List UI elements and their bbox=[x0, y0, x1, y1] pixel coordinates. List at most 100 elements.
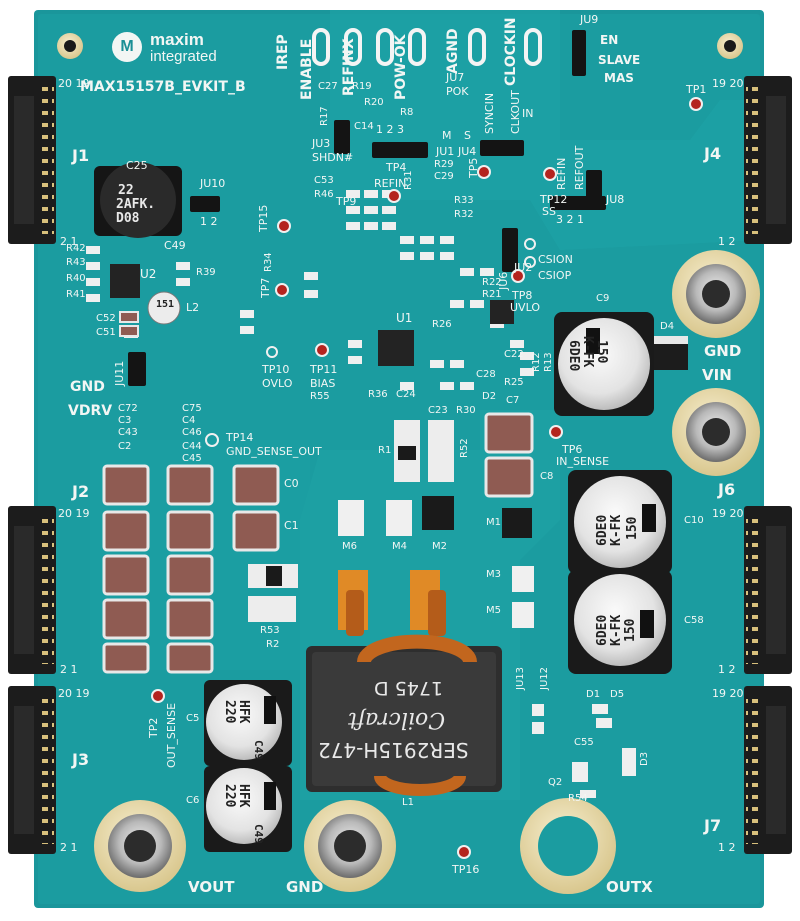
label-j2: J2 bbox=[72, 482, 90, 501]
label-tp8: TP8 bbox=[512, 289, 533, 302]
l2-marking: 151 bbox=[156, 299, 175, 310]
ref-r46: R46 bbox=[314, 189, 334, 200]
pins-j1-top: 20 19 bbox=[58, 77, 90, 90]
terminal-gnd-bottom bbox=[304, 800, 396, 892]
ref-m3: M3 bbox=[486, 569, 501, 580]
mosfets bbox=[338, 496, 534, 628]
ref-c7: C7 bbox=[506, 395, 520, 406]
label-ss: SS bbox=[542, 205, 556, 218]
ref-d4: D4 bbox=[660, 321, 675, 332]
label-tp14: TP14 bbox=[226, 431, 254, 444]
test-loops-top bbox=[312, 28, 542, 66]
ref-r29: R29 bbox=[434, 159, 454, 170]
ref-r22: R22 bbox=[482, 277, 502, 288]
label-tp11: TP11 bbox=[310, 363, 338, 376]
label-m: M bbox=[442, 129, 452, 142]
ref-r53: R53 bbox=[260, 625, 280, 636]
ref-d1: D1 bbox=[586, 689, 601, 700]
brand-line-2: integrated bbox=[150, 48, 217, 65]
ref-d3: D3 bbox=[639, 751, 650, 766]
ref-r33: R33 bbox=[454, 195, 474, 206]
ref-c44: C44 bbox=[182, 441, 202, 452]
connector-j3 bbox=[8, 686, 56, 854]
label-ju1-pins: 1 2 3 bbox=[376, 123, 404, 136]
ref-c0: C0 bbox=[284, 477, 299, 490]
label-mas: MAS bbox=[604, 71, 634, 85]
pins-j2-top: 20 19 bbox=[58, 507, 90, 520]
label-ju9: JU9 bbox=[580, 13, 599, 26]
ref-r42: R42 bbox=[66, 243, 86, 254]
ref-r26: R26 bbox=[432, 319, 452, 330]
c58-marking-1: 150 bbox=[623, 618, 638, 642]
label-ju7: JU7 bbox=[446, 71, 465, 84]
ic-u1 bbox=[378, 330, 414, 366]
ref-r43: R43 bbox=[66, 257, 86, 268]
pins-j7-top: 19 20 bbox=[712, 687, 744, 700]
label-ju10-pins: 1 2 bbox=[200, 215, 218, 228]
label-gnd-right: GND bbox=[704, 342, 742, 360]
label-clkout: CLKOUT bbox=[509, 90, 522, 134]
label-tp10: TP10 bbox=[262, 363, 290, 376]
label-pow-ok: POW-OK bbox=[393, 34, 409, 100]
inductor-brand: Coilcraft bbox=[348, 707, 446, 732]
input-capacitors bbox=[484, 412, 534, 498]
c9-marking-1: 150 bbox=[594, 340, 609, 364]
label-ovlo: OVLO bbox=[262, 377, 293, 390]
ref-r17: R17 bbox=[319, 106, 330, 126]
ref-c75: C75 bbox=[182, 403, 202, 414]
test-point-vias bbox=[205, 238, 536, 447]
ref-r41: R41 bbox=[66, 289, 86, 300]
copper-pour-top bbox=[330, 10, 764, 250]
pins-j6-bottom: 1 2 bbox=[718, 663, 736, 676]
pins-j3-bottom: 2 1 bbox=[60, 841, 78, 854]
jumper-blocks bbox=[128, 30, 606, 386]
ref-m1: M1 bbox=[486, 517, 501, 528]
ref-r19: R19 bbox=[352, 81, 372, 92]
pins-j4-top: 19 20 bbox=[712, 77, 744, 90]
ref-r20: R20 bbox=[364, 97, 384, 108]
ref-c25: C25 bbox=[126, 159, 148, 172]
ref-c22: C22 bbox=[504, 349, 524, 360]
capacitor-c6 bbox=[204, 766, 292, 852]
terminal-vin bbox=[672, 388, 760, 476]
connector-j7 bbox=[744, 686, 792, 854]
label-slave: SLAVE bbox=[598, 53, 641, 67]
label-tp15: TP15 bbox=[257, 204, 270, 232]
ref-l1: L1 bbox=[402, 797, 414, 808]
c25-marking-1: 22 bbox=[118, 183, 134, 198]
resistor-r53 bbox=[248, 564, 298, 622]
smd-caps-left bbox=[119, 311, 139, 337]
label-bias: BIAS bbox=[310, 377, 336, 390]
label-tp5: TP5 bbox=[467, 157, 480, 178]
ref-c8: C8 bbox=[540, 471, 554, 482]
pins-j7-bottom: 1 2 bbox=[718, 841, 736, 854]
c6-marking-3: C49 bbox=[252, 824, 265, 844]
pins-j1-bottom: 2 1 bbox=[60, 235, 78, 248]
label-s: S bbox=[464, 129, 471, 142]
brand-line-1: maxim bbox=[150, 30, 204, 49]
pins-j4-bottom: 1 2 bbox=[718, 235, 736, 248]
ref-c4: C4 bbox=[182, 415, 196, 426]
c5-marking-3: C49 bbox=[252, 740, 265, 760]
terminal-vout bbox=[94, 800, 186, 892]
ref-u1: U1 bbox=[396, 311, 413, 325]
c10-marking-2: K-FK bbox=[609, 514, 624, 546]
ref-c55: C55 bbox=[574, 737, 594, 748]
output-capacitor-array bbox=[102, 464, 280, 674]
label-in: IN bbox=[522, 107, 534, 120]
label-ju3: JU3 bbox=[312, 137, 331, 150]
label-ju8: JU8 bbox=[606, 193, 625, 206]
ref-c43: C43 bbox=[118, 427, 138, 438]
label-j4: J4 bbox=[704, 144, 722, 163]
label-clockin: CLOCKIN bbox=[503, 17, 519, 86]
label-out-sense: OUT_SENSE bbox=[165, 702, 178, 768]
ref-r12: R12 bbox=[531, 352, 542, 372]
inductor-l1 bbox=[306, 570, 502, 796]
c9-marking-2: K-FK bbox=[580, 336, 595, 368]
ref-m5: M5 bbox=[486, 605, 501, 616]
pins-j6-top: 19 20 bbox=[712, 507, 744, 520]
terminal-outx bbox=[520, 798, 616, 894]
label-uvlo: UVLO bbox=[510, 301, 540, 314]
label-pok: POK bbox=[446, 85, 469, 98]
